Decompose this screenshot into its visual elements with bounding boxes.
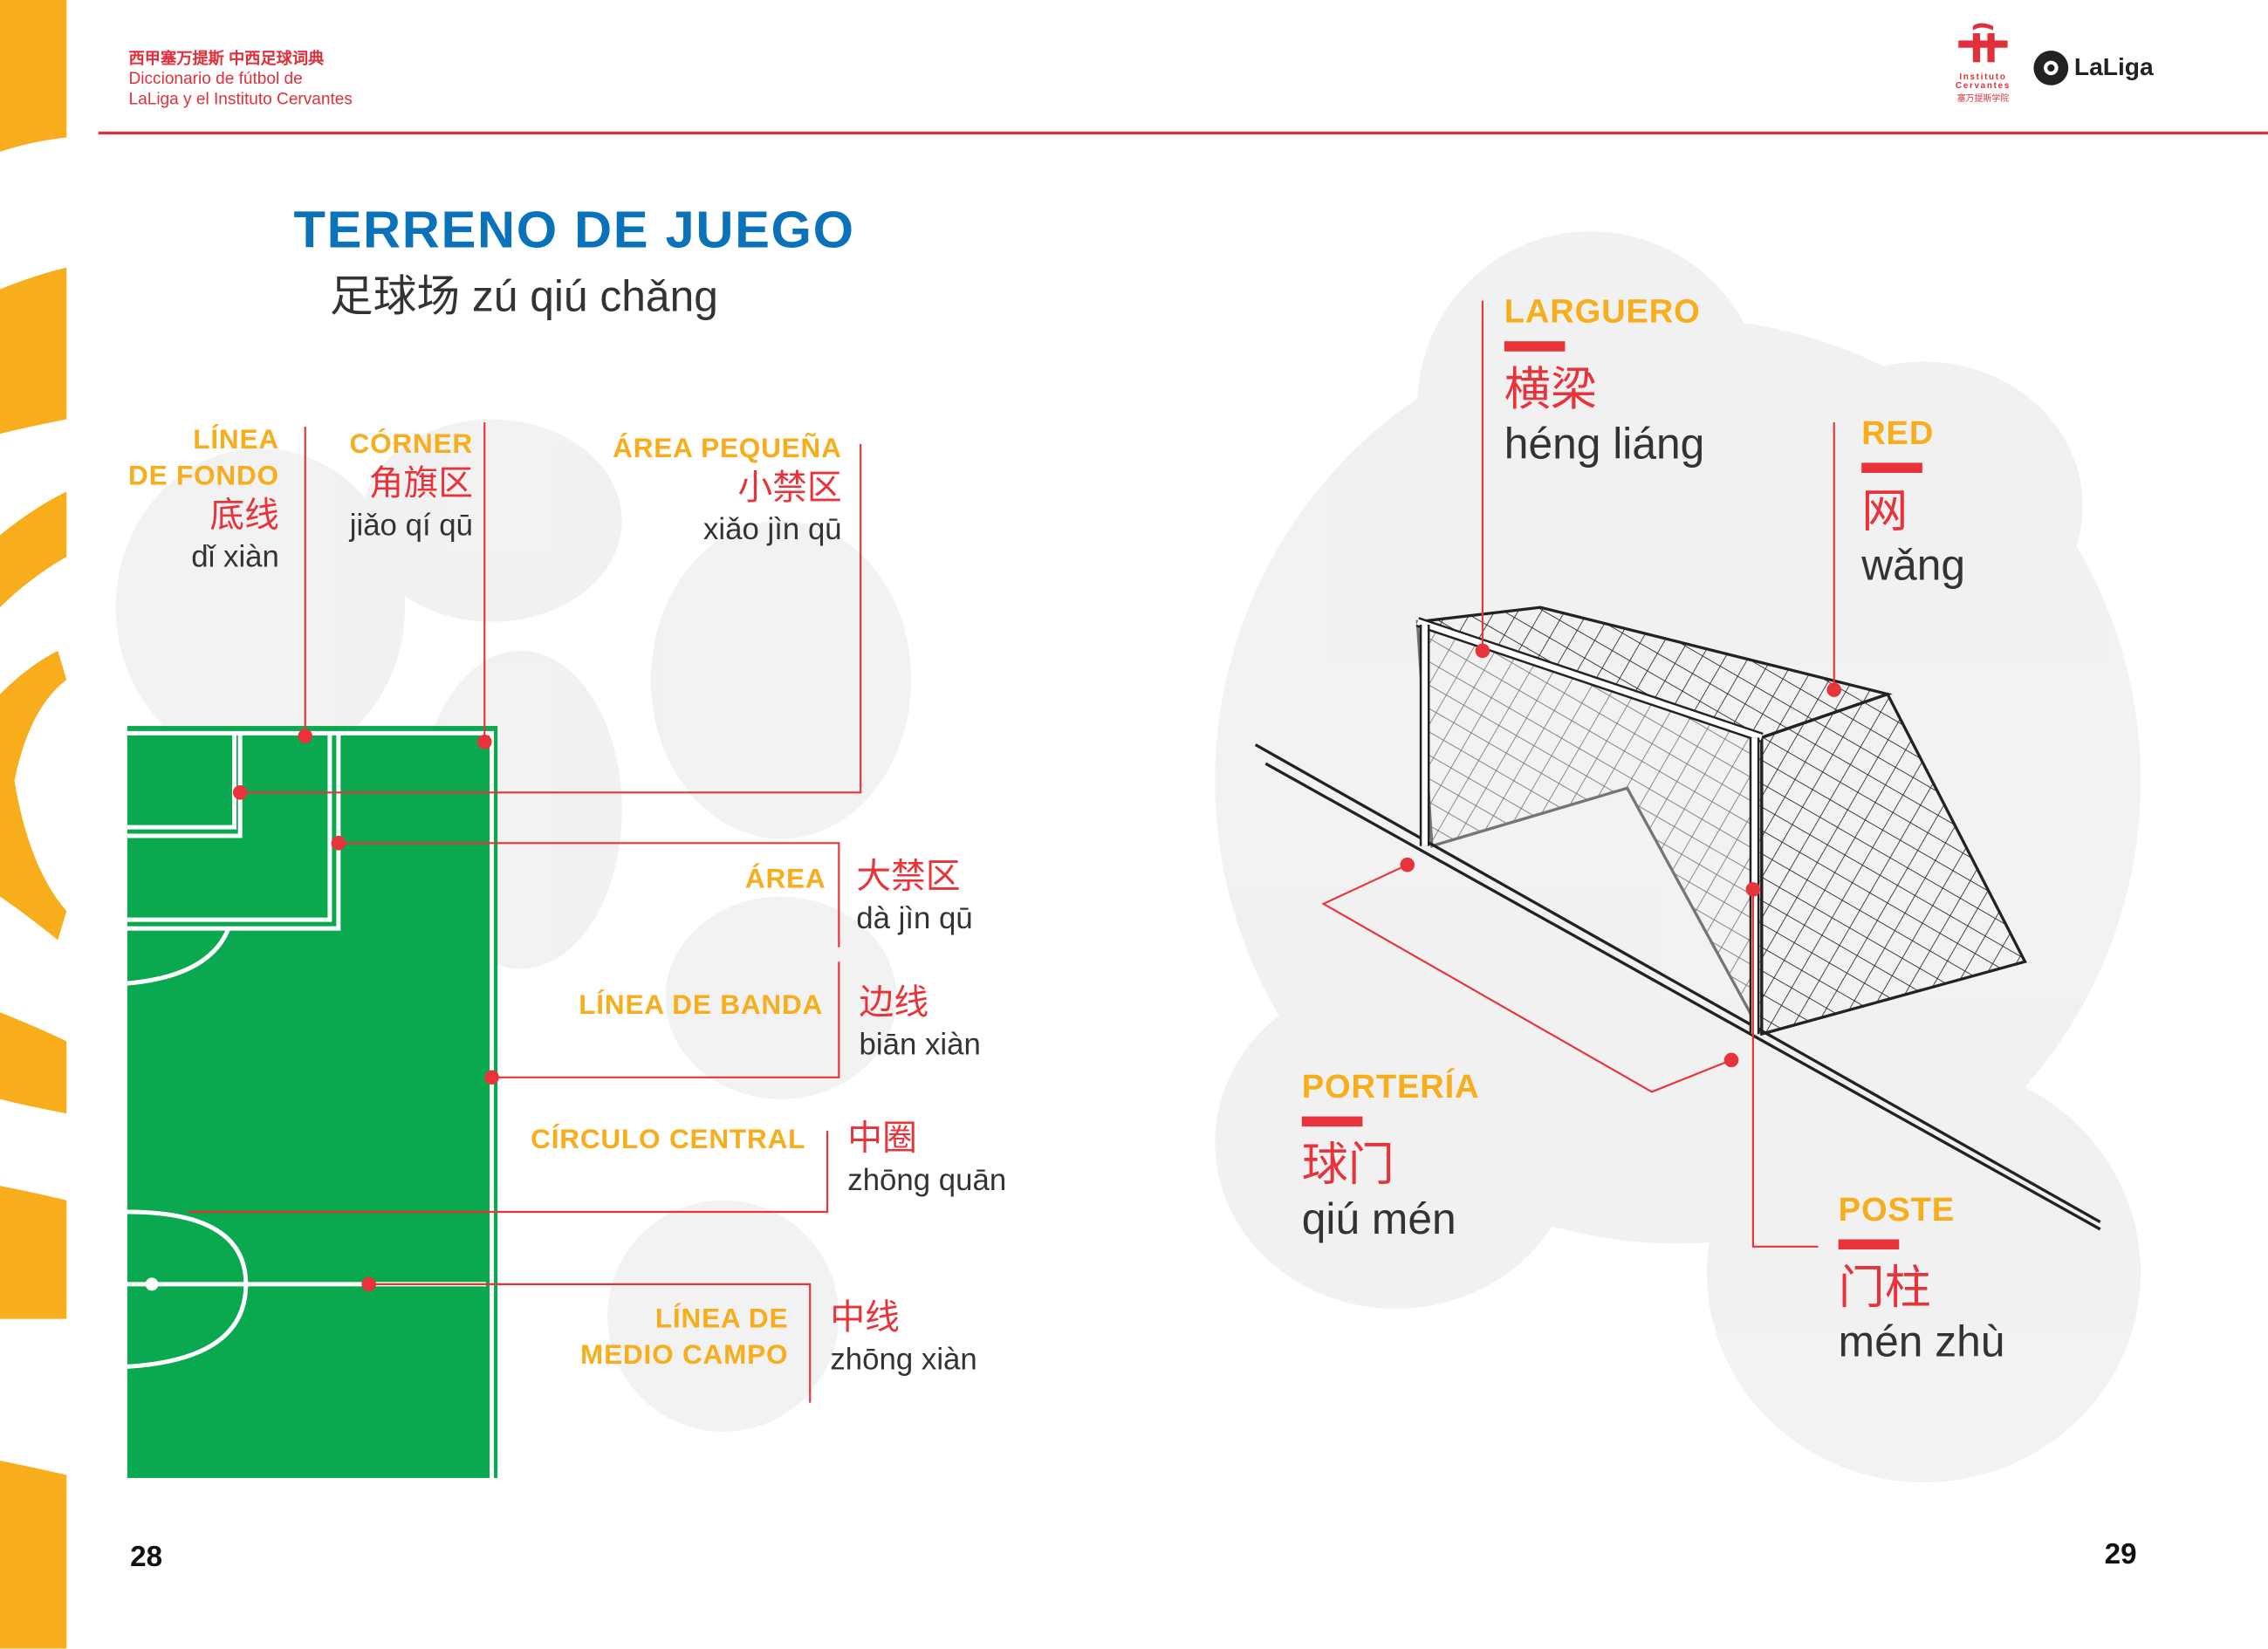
term-pinyin: zhōng xiàn: [830, 1343, 977, 1377]
term-linea-de-banda-es: LÍNEA DE BANDA: [579, 990, 824, 1022]
term-es: LARGUERO: [1504, 291, 1701, 330]
term-zh: 中线: [830, 1298, 900, 1338]
term-es: ÁREA PEQUEÑA: [613, 434, 842, 465]
cervantes-logo-line1: Instituto: [1959, 73, 2007, 83]
term-red: RED 网 wǎng: [1861, 414, 1966, 595]
term-pinyin: dà jìn qū: [856, 902, 973, 936]
term-zh: 小禁区: [737, 469, 842, 508]
term-pinyin: qiú mén: [1301, 1195, 1456, 1244]
term-pinyin: zhōng quān: [847, 1164, 1007, 1198]
term-es: LÍNEA: [193, 425, 279, 456]
header-divider: [98, 131, 2268, 135]
term-zh: 门柱: [1838, 1261, 1931, 1314]
term-corner: CÓRNER 角旗区 jiǎo qí qū: [350, 427, 473, 545]
term-circulo-central: 中圈 zhōng quān: [847, 1118, 1006, 1200]
accent-bar: [1504, 341, 1566, 352]
page-subtitle: 足球场 zú qiú chǎng: [329, 273, 718, 321]
term-es: POSTE: [1838, 1190, 1956, 1228]
laliga-ball-icon: [2033, 51, 2069, 86]
term-pinyin: héng liáng: [1504, 421, 1705, 469]
pitch-surface: [127, 726, 498, 1478]
header-title-es-2: LaLiga y el Instituto Cervantes: [128, 91, 353, 109]
header-title-zh: 西甲塞万提斯 中西足球词典: [128, 51, 325, 68]
laliga-pattern-decoration: [0, 0, 67, 1649]
term-es: LÍNEA DE: [654, 1304, 789, 1335]
term-zh: 球门: [1301, 1138, 1394, 1191]
term-zh: 底线: [209, 496, 279, 536]
term-area-pequena: ÁREA PEQUEÑA 小禁区 xiǎo jìn qū: [613, 431, 842, 550]
term-es: RED: [1861, 414, 1935, 452]
term-circulo-central-es: CÍRCULO CENTRAL: [531, 1125, 806, 1156]
term-zh: 大禁区: [856, 857, 961, 897]
term-es: PORTERÍA: [1301, 1067, 1480, 1105]
accent-bar: [1301, 1116, 1363, 1127]
term-linea-medio-campo-es: LÍNEA DE MEDIO CAMPO: [580, 1302, 788, 1374]
term-pinyin: mén zhù: [1838, 1318, 2005, 1367]
term-poste: POSTE 门柱 mén zhù: [1838, 1190, 2005, 1372]
term-zh: 横梁: [1504, 363, 1597, 415]
term-zh: 边线: [859, 983, 929, 1023]
term-area: 大禁区 dà jìn qū: [856, 856, 973, 938]
term-es: DE FONDO: [128, 461, 279, 492]
page-title: TERRENO DE JUEGO: [293, 199, 855, 259]
term-linea-de-banda: 边线 biān xiàn: [860, 982, 981, 1064]
term-pinyin: xiǎo jìn qū: [702, 513, 842, 547]
page-number-left: 28: [130, 1541, 163, 1574]
term-es: CÓRNER: [349, 429, 474, 461]
term-linea-de-fondo: LÍNEA DE FONDO 底线 dǐ xiàn: [128, 422, 279, 577]
term-pinyin: biān xiàn: [859, 1028, 981, 1062]
term-area-es: ÁREA: [744, 865, 826, 895]
cervantes-logo-line3: 塞万提斯学院: [1956, 95, 2010, 105]
header-title-es-1: Diccionario de fútbol de: [128, 71, 303, 89]
cervantes-emblem-icon: [1958, 23, 2008, 63]
term-porteria: PORTERÍA 球门 qiú mén: [1301, 1067, 1480, 1249]
term-es: MEDIO CAMPO: [580, 1340, 789, 1372]
term-pinyin: wǎng: [1861, 542, 1966, 591]
term-pinyin: jiǎo qí qū: [349, 509, 474, 543]
cervantes-logo-line2: Cervantes: [1955, 82, 2011, 92]
laliga-wordmark: LaLiga: [2073, 53, 2154, 81]
accent-bar: [1838, 1239, 1900, 1250]
term-zh: 中圈: [847, 1119, 917, 1159]
term-linea-medio-campo: 中线 zhōng xiàn: [830, 1297, 976, 1379]
term-zh: 网: [1861, 484, 1908, 537]
accent-bar: [1861, 462, 1922, 474]
term-pinyin: dǐ xiàn: [191, 540, 279, 575]
page-number-right: 29: [2104, 1538, 2137, 1571]
instituto-cervantes-logo: Instituto Cervantes 塞万提斯学院: [1947, 20, 2019, 104]
term-larguero: LARGUERO 横梁 héng liáng: [1504, 291, 1705, 473]
term-zh: 角旗区: [368, 464, 474, 503]
laliga-logo: LaLiga: [2032, 49, 2154, 86]
